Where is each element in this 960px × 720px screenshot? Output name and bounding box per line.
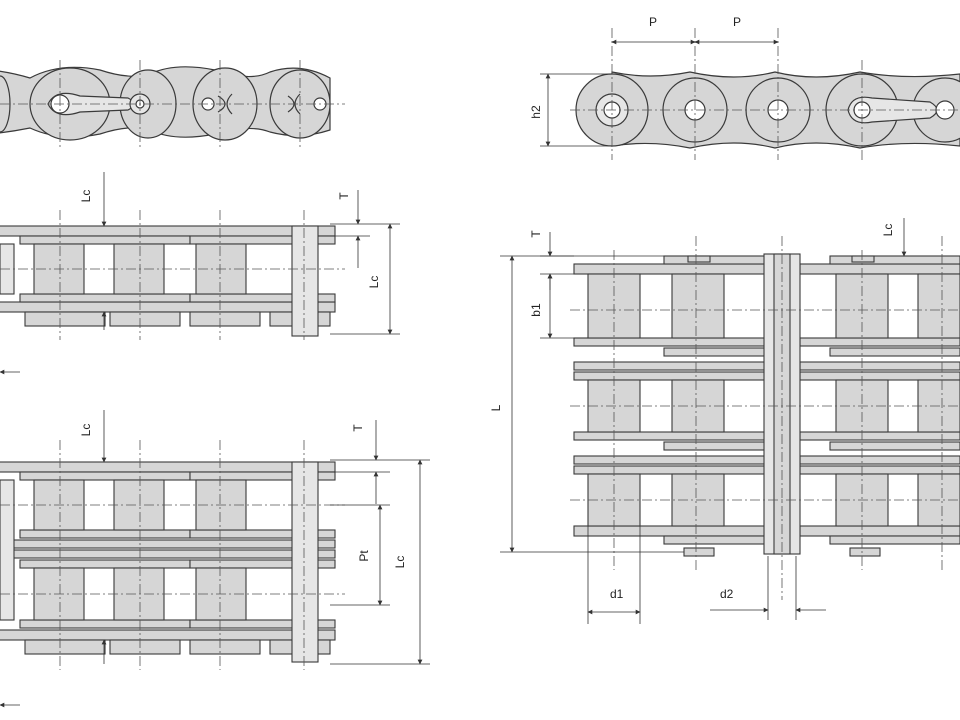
double-strand-centerlines <box>0 440 345 670</box>
label-lc-single-right: Lc <box>367 276 381 289</box>
triple-strand-top-view <box>573 253 960 557</box>
dimension-h2 <box>540 73 612 147</box>
triple-strand-dimensions <box>500 218 907 624</box>
label-p-2: P <box>733 15 741 29</box>
label-d1: d1 <box>610 587 624 601</box>
label-h2: h2 <box>529 105 543 119</box>
label-l: L <box>489 404 503 411</box>
double-strand-top-view <box>0 461 336 663</box>
label-t-single: T <box>337 192 351 200</box>
double-strand-dimensions <box>0 410 430 708</box>
label-d2: d2 <box>720 587 734 601</box>
single-strand-top-view <box>0 225 336 337</box>
label-t-triple: T <box>529 230 543 238</box>
label-pt: Pt <box>357 550 371 562</box>
side-view-right-centerlines <box>570 28 960 160</box>
label-lc-single-top: Lc <box>79 190 93 203</box>
triple-strand-centerlines <box>570 236 960 600</box>
label-lc-double-right: Lc <box>393 556 407 569</box>
label-b1: b1 <box>529 303 543 317</box>
side-view-left-centerlines <box>0 60 345 150</box>
side-view-left <box>0 66 331 141</box>
label-p-1: P <box>649 15 657 29</box>
label-lc-triple: Lc <box>881 224 895 237</box>
label-lc-double-top: Lc <box>79 424 93 437</box>
single-strand-centerlines <box>0 210 345 340</box>
label-t-double: T <box>351 424 365 432</box>
single-strand-dimensions <box>0 172 400 375</box>
